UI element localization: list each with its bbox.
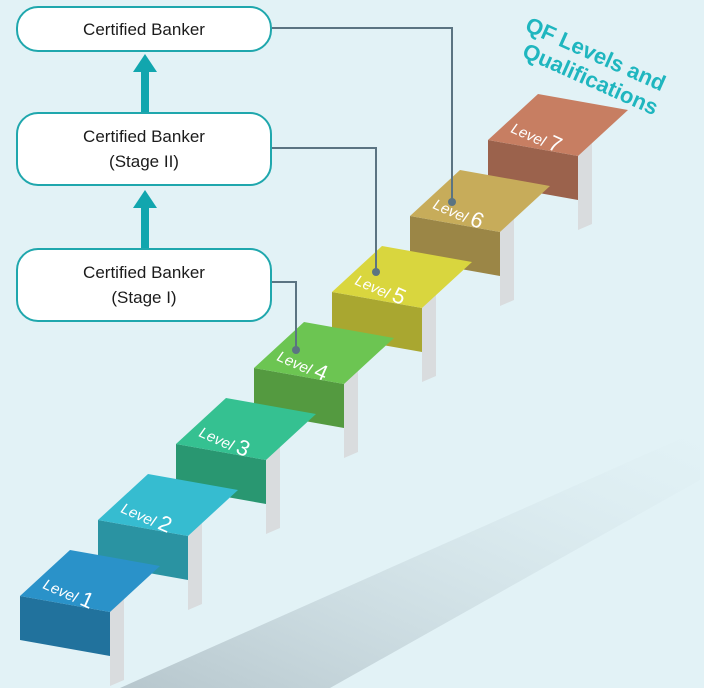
step-level-3: Level 3 [176,398,316,534]
arrow-shaft-upper [141,70,149,112]
connector-dot-level5 [372,268,380,276]
connector-banker-level6 [272,27,453,202]
step-tread [332,246,472,308]
arrow-shaft-lower [141,206,149,248]
step-tread [98,474,238,536]
qual-box-line1: Certified Banker [83,19,205,39]
step-side [578,134,592,230]
arrow-head-upper [133,54,157,72]
qual-box-line2: (Stage I) [111,288,177,307]
connector-dots [292,198,456,354]
step-side [422,286,436,382]
qual-box-line1: Certified Banker [83,263,205,282]
staircase-shadow [120,430,700,688]
connector-dot-level4 [292,346,300,354]
step-tread [20,550,160,612]
qual-box-certified-banker-stage-2: Certified Banker (Stage II) [16,112,272,186]
connector-dot-level6 [448,198,456,206]
step-side [500,210,514,306]
step-tread [488,94,628,156]
arrow-head-lower [133,190,157,208]
qual-box-line2: (Stage II) [109,152,179,171]
qual-box-certified-banker-stage-1: Certified Banker (Stage I) [16,248,272,322]
step-side [110,590,124,686]
connector-stage2-level5 [272,147,377,272]
step-tread [254,322,394,384]
step-tread [176,398,316,460]
step-level-1: Level 1 [20,550,160,686]
connector-stage1-level4 [272,281,297,350]
progression-arrows [133,54,157,248]
step-side [266,438,280,534]
qual-box-line1: Certified Banker [83,127,205,146]
qual-box-certified-banker: Certified Banker [16,6,272,52]
step-side [344,362,358,458]
step-tread [410,170,550,232]
step-side [188,514,202,610]
connectors [272,27,453,350]
step-level-4: Level 4 [254,322,394,458]
step-riser [20,596,110,656]
